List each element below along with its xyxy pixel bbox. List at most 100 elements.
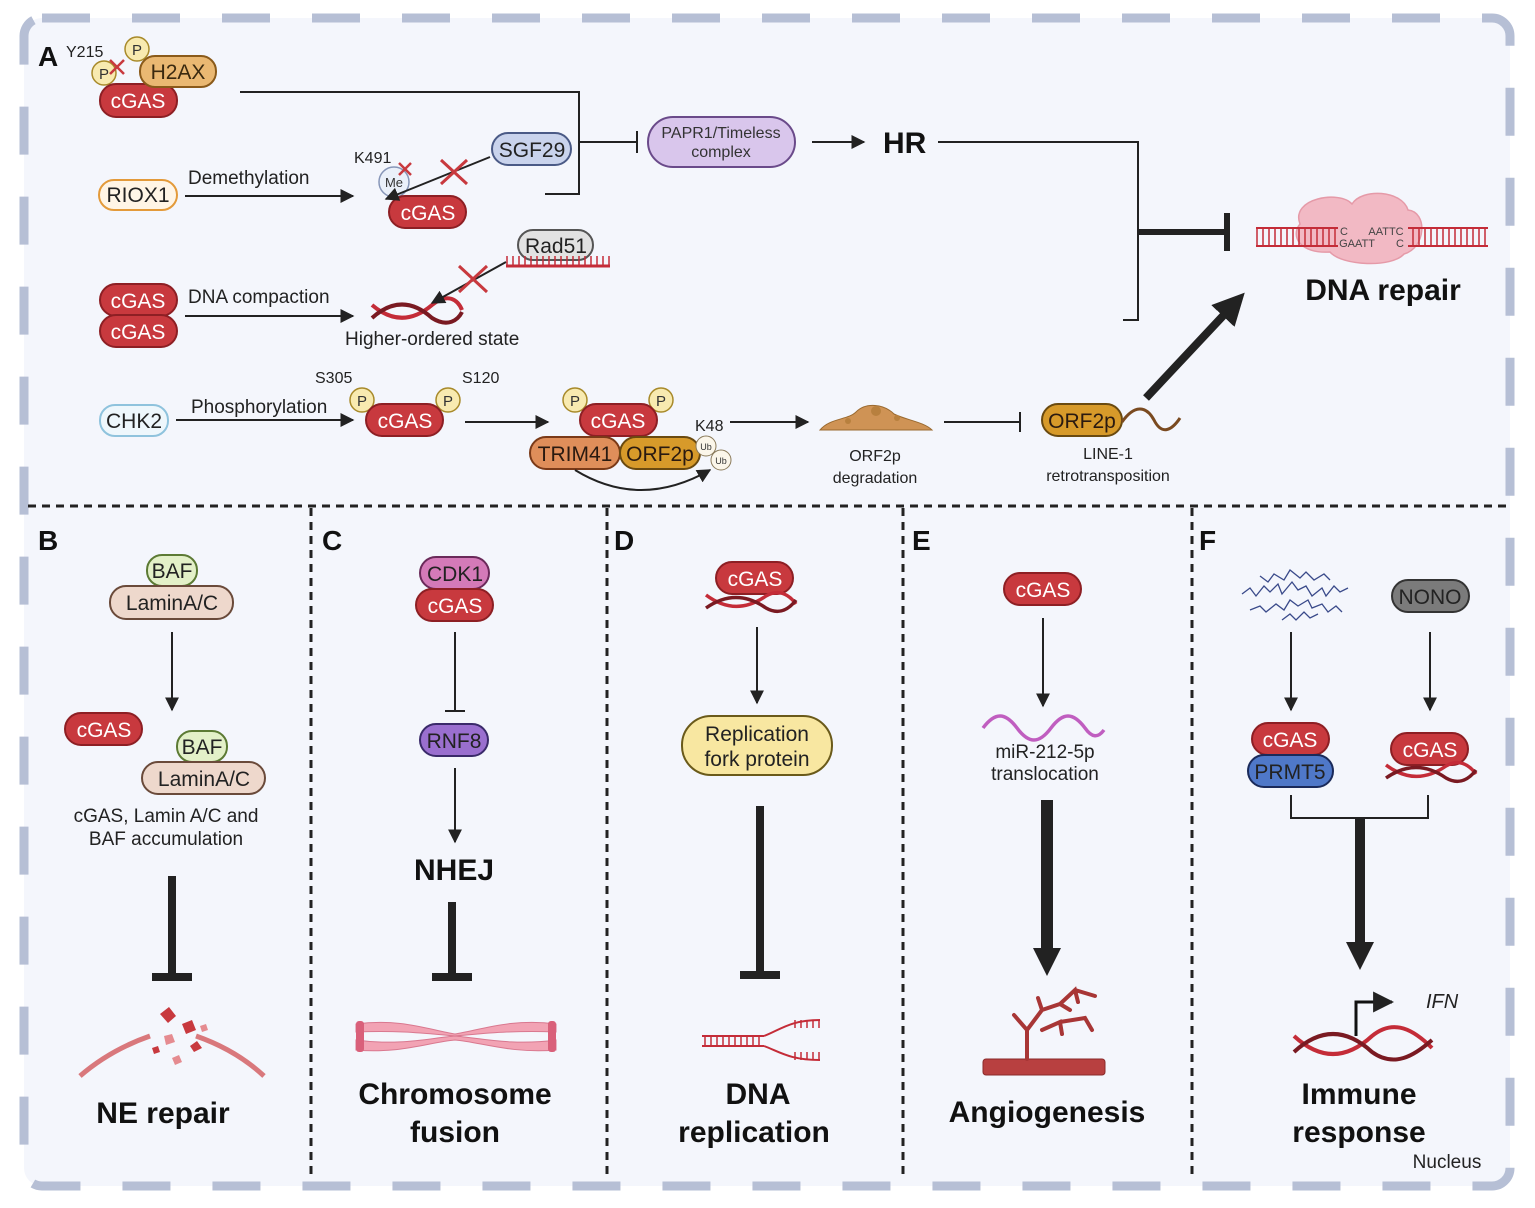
dna-helix-icon: [704, 591, 798, 613]
svg-text:cGAS: cGAS: [728, 568, 783, 591]
svg-text:Ub: Ub: [715, 456, 727, 466]
angiogenesis-label: Angiogenesis: [949, 1096, 1146, 1129]
nucleus-border: [19, 13, 1515, 1191]
ubiquitin-circle: Ub: [710, 449, 732, 471]
svg-text:Replication: Replication: [705, 723, 809, 746]
fusion-label: fusion: [410, 1116, 500, 1149]
svg-text:cGAS: cGAS: [591, 410, 646, 433]
demethylation-label: Demethylation: [188, 168, 309, 189]
svg-text:C: C: [1340, 226, 1348, 238]
svg-text:LaminA/C: LaminA/C: [126, 592, 218, 615]
prmt5-pill: PRMT5: [1247, 754, 1334, 788]
svg-text:P: P: [132, 42, 142, 59]
e-thick-arrowhead: [1033, 948, 1061, 976]
dna-compaction-label: DNA compaction: [188, 287, 330, 308]
line1-rna-icon: [1120, 407, 1182, 432]
svg-text:Me: Me: [385, 175, 403, 190]
phospho-circle: P: [349, 387, 375, 413]
riox1-pill: RIOX1: [98, 179, 178, 211]
h2ax-pill: H2AX: [139, 55, 217, 88]
nucleus-background: [24, 18, 1510, 1186]
svg-text:fork protein: fork protein: [704, 748, 809, 771]
panel-label-f: F: [1199, 525, 1216, 556]
ubiquitination-arrow: [574, 469, 712, 491]
svg-text:cGAS: cGAS: [111, 321, 166, 344]
dna-helix-icon: [370, 296, 464, 325]
cgas-pill: cGAS: [64, 712, 143, 746]
dna-repair-icon: AATTC GAATT C C: [1256, 192, 1488, 265]
dna-helix-icon: [1384, 761, 1478, 783]
dna-label: DNA: [726, 1078, 791, 1111]
k491-label: K491: [354, 150, 391, 167]
orf2p-pill: ORF2p: [1041, 403, 1123, 437]
svg-text:CDK1: CDK1: [427, 563, 483, 586]
nucleus-label: Nucleus: [1413, 1152, 1482, 1173]
cdk1-pill: CDK1: [419, 556, 490, 590]
mirna-label: miR-212-5p: [995, 742, 1094, 763]
translocation-label: translocation: [991, 764, 1099, 785]
cgas-pill: cGAS: [715, 561, 794, 595]
svg-text:cGAS: cGAS: [1016, 579, 1071, 602]
inhibition-cross-icon: [457, 264, 489, 294]
cgas-pill: cGAS: [1390, 732, 1469, 766]
line1-label-2: retrotransposition: [1046, 468, 1170, 485]
mirna-icon: [981, 714, 1106, 742]
panel-label-a: A: [38, 41, 58, 72]
blood-vessel-icon: [982, 986, 1106, 1076]
svg-text:BAF: BAF: [152, 560, 193, 583]
svg-text:cGAS: cGAS: [401, 202, 456, 225]
phospho-circle: P: [648, 387, 674, 413]
phospho-circle: P: [435, 387, 461, 413]
orf2p-degradation-label-2: degradation: [833, 470, 918, 487]
ifn-gene-icon: [1292, 991, 1434, 1062]
line1-to-repair-arrow: [1143, 292, 1245, 401]
ubiquitin-circle: Ub: [695, 435, 717, 457]
s305-label: S305: [315, 370, 352, 387]
cgas-pill: cGAS: [99, 83, 178, 118]
chk2-pill: CHK2: [99, 404, 169, 437]
svg-text:ORF2p: ORF2p: [626, 443, 694, 466]
dna-repair-label: DNA repair: [1305, 274, 1461, 307]
chromosome-fusion-icon: [355, 1021, 557, 1052]
phospho-circle: P: [124, 36, 150, 62]
lamin-pill: LaminA/C: [141, 761, 266, 795]
svg-text:Ub: Ub: [700, 442, 712, 452]
svg-text:TRIM41: TRIM41: [538, 443, 613, 466]
svg-text:PRMT5: PRMT5: [1254, 761, 1325, 784]
lamin-pill: LaminA/C: [109, 585, 234, 620]
svg-text:BAF: BAF: [182, 736, 223, 759]
svg-text:ORF2p: ORF2p: [1048, 410, 1116, 433]
svg-text:P: P: [656, 393, 666, 410]
svg-text:P: P: [99, 66, 109, 83]
f-thick-arrowhead: [1346, 942, 1374, 970]
inhibition-cross-icon: [109, 59, 125, 75]
chromosome-label: Chromosome: [358, 1078, 551, 1111]
svg-text:cGAS: cGAS: [77, 719, 132, 742]
replication-label: replication: [678, 1116, 830, 1149]
higher-ordered-label: Higher-ordered state: [345, 329, 519, 350]
svg-text:P: P: [443, 393, 453, 410]
replication-fork-protein-pill: Replication fork protein: [681, 715, 833, 776]
cgas-pill: cGAS: [579, 403, 658, 437]
k48-label: K48: [695, 418, 724, 435]
sgf29-arrow: [384, 156, 491, 201]
line1-label: LINE-1: [1083, 446, 1133, 463]
y215-label: Y215: [66, 44, 103, 61]
phospho-circle: P: [562, 387, 588, 413]
svg-text:cGAS: cGAS: [428, 595, 483, 618]
panel-label-e: E: [912, 525, 931, 556]
svg-text:cGAS: cGAS: [111, 290, 166, 313]
svg-text:SGF29: SGF29: [499, 139, 566, 162]
cgas-pill: cGAS: [99, 314, 178, 348]
accumulation-label-2: BAF accumulation: [89, 829, 243, 850]
cgas-pill: cGAS: [388, 195, 467, 229]
baf-pill: BAF: [146, 554, 198, 587]
trim41-pill: TRIM41: [529, 436, 621, 470]
hr-label: HR: [883, 127, 927, 160]
phospho-circle: P: [91, 60, 117, 86]
sgf29-pill: SGF29: [491, 132, 572, 166]
svg-text:RNF8: RNF8: [427, 730, 482, 753]
parp-timeless-pill: PAPR1/Timeless complex: [647, 116, 796, 168]
